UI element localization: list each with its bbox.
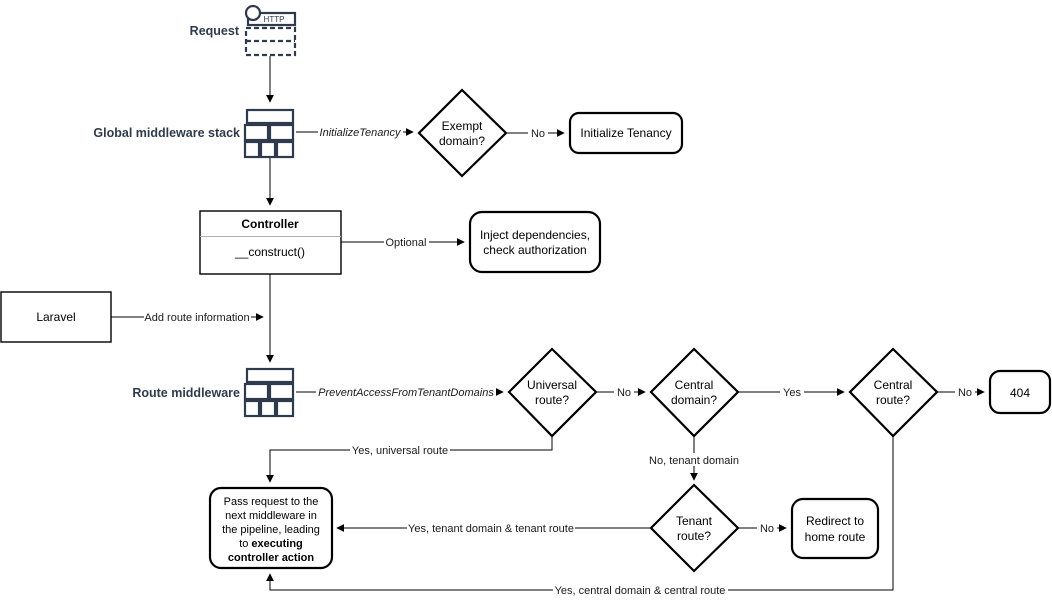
http-request-icon: HTTP (244, 4, 297, 57)
svg-text:the pipeline, leading: the pipeline, leading (222, 524, 320, 536)
svg-text:domain?: domain? (671, 393, 717, 407)
svg-text:Universal: Universal (527, 378, 577, 392)
svg-text:Laravel: Laravel (36, 310, 75, 324)
svg-text:Tenant: Tenant (676, 514, 713, 528)
svg-text:Pass request to the: Pass request to the (224, 496, 319, 508)
pass-request-node: Pass request to the next middleware in t… (208, 486, 334, 570)
global-middleware-label: Global middleware stack (93, 126, 240, 140)
edge-labels: InitializeTenancy No Optional Add route … (144, 125, 975, 597)
edge-label-no-tenant-route: No (760, 523, 774, 535)
svg-text:next middleware in: next middleware in (225, 510, 317, 522)
svg-text:Central: Central (874, 378, 913, 392)
edge-universal-yes-to-pass (266, 436, 553, 483)
edge-label-optional: Optional (386, 237, 427, 249)
central-route-decision: Central route? (848, 347, 939, 438)
edge-label-yes-universal: Yes, universal route (352, 445, 448, 457)
svg-text:check authorization: check authorization (483, 243, 586, 257)
laravel-node: Laravel (0, 291, 112, 343)
inject-dependencies-node: Inject dependencies, check authorization (468, 210, 602, 274)
svg-text:Initialize Tenancy: Initialize Tenancy (580, 126, 671, 140)
http-label: HTTP (264, 15, 285, 24)
edge-label-prevent-access: PreventAccessFromTenantDomains (318, 387, 494, 399)
edge-label-no-universal: No (617, 387, 631, 399)
route-middleware-icon (243, 367, 295, 418)
svg-text:Redirect to: Redirect to (806, 514, 864, 528)
request-label: Request (190, 24, 240, 38)
central-domain-decision: Central domain? (649, 347, 740, 438)
svg-text:home route: home route (805, 530, 866, 544)
route-middleware-label: Route middleware (132, 386, 240, 400)
controller-node: Controller __construct() (199, 210, 342, 275)
edge-label-no-central-route: No (958, 387, 972, 399)
exempt-domain-decision: Exempt domain? (417, 88, 508, 178)
svg-text:404: 404 (1010, 386, 1030, 400)
controller-method: __construct() (234, 245, 305, 259)
svg-text:Inject dependencies,: Inject dependencies, (480, 228, 590, 242)
initialize-tenancy-node: Initialize Tenancy (568, 111, 684, 155)
tenant-route-decision: Tenant route? (649, 483, 740, 573)
edge-label-yes-central: Yes, central domain & central route (555, 585, 726, 597)
universal-route-decision: Universal route? (507, 347, 598, 438)
svg-text:controller action: controller action (228, 552, 314, 564)
not-found-node: 404 (988, 369, 1052, 415)
edge-label-initialize-tenancy: InitializeTenancy (320, 127, 402, 139)
svg-text:route?: route? (677, 529, 711, 543)
svg-text:route?: route? (876, 393, 910, 407)
edge-label-no-exempt: No (531, 128, 545, 140)
svg-text:Central: Central (675, 378, 714, 392)
edge-label-yes-tenant: Yes, tenant domain & tenant route (408, 523, 574, 535)
edge-label-yes-central-domain: Yes (783, 387, 801, 399)
svg-text:route?: route? (535, 393, 569, 407)
global-middleware-stack-icon (243, 108, 295, 159)
controller-title: Controller (241, 217, 299, 231)
edge-label-add-route-info: Add route information (144, 312, 249, 324)
svg-text:domain?: domain? (439, 134, 485, 148)
svg-text:Exempt: Exempt (442, 119, 483, 133)
edge-label-no-tenant-domain: No, tenant domain (649, 455, 739, 467)
redirect-home-node: Redirect to home route (790, 497, 880, 560)
